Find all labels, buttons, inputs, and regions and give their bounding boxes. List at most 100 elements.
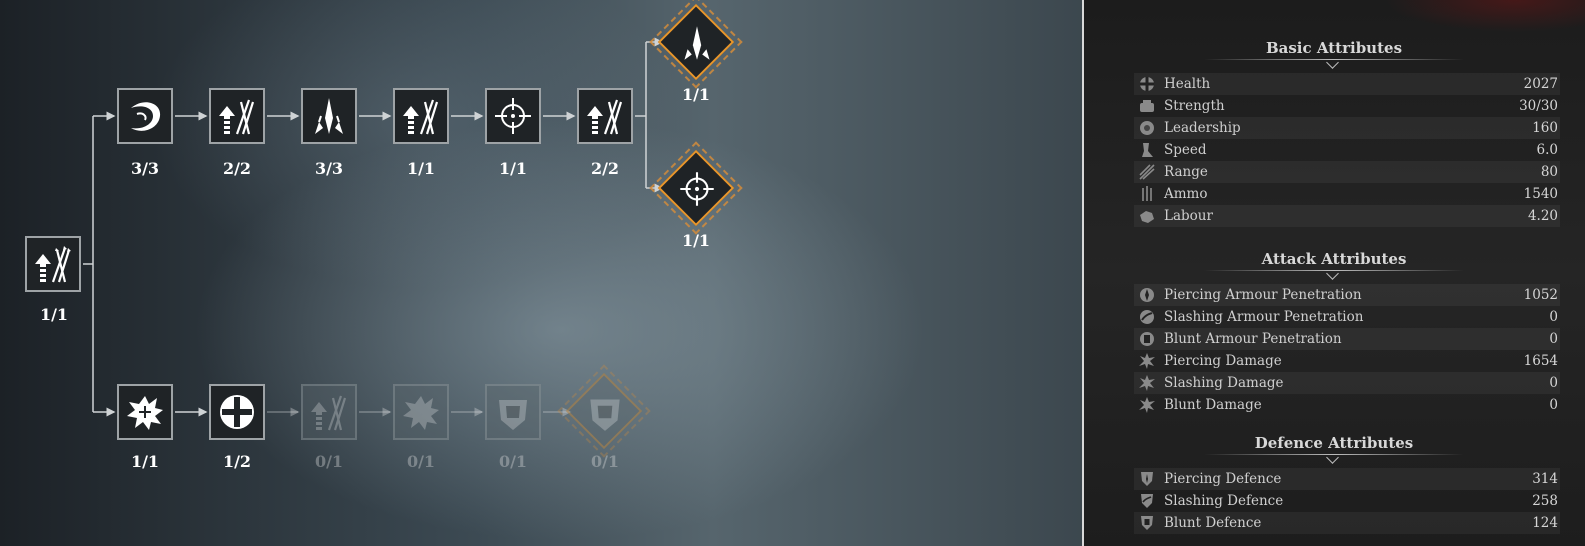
crescent-slash-icon xyxy=(131,102,161,131)
skill-node-top-1[interactable] xyxy=(117,88,173,144)
arrows-upgrade-icon xyxy=(311,395,347,431)
attribute-label: Speed xyxy=(1164,142,1207,158)
section-divider xyxy=(1204,59,1464,60)
attribute-label: Slashing Armour Penetration xyxy=(1164,309,1364,325)
attribute-row-slashing-penetration: Slashing Armour Penetration 0 xyxy=(1134,306,1560,328)
skill-diamond-bottom[interactable] xyxy=(557,364,651,458)
attribute-label: Blunt Damage xyxy=(1164,397,1262,413)
skill-node-bottom-4[interactable] xyxy=(393,384,449,440)
speed-icon xyxy=(1136,141,1158,159)
arrow-tip-icon xyxy=(684,26,710,60)
attributes-panel: Basic Attributes Health 2027 Strength 30… xyxy=(1084,0,1585,546)
skill-count-bottom-5: 0/1 xyxy=(498,452,528,471)
basic-attributes-title: Basic Attributes xyxy=(1265,39,1403,57)
attribute-row-blunt-damage: Blunt Damage 0 xyxy=(1134,394,1560,416)
skill-count-bottom-1: 1/1 xyxy=(130,452,160,471)
skill-node-top-4[interactable] xyxy=(393,88,449,144)
section-divider xyxy=(1204,454,1464,455)
skill-count-bottom-4: 0/1 xyxy=(406,452,436,471)
ammo-icon xyxy=(1136,185,1158,203)
arrow-tip-icon xyxy=(315,98,343,134)
attribute-label: Piercing Armour Penetration xyxy=(1164,287,1362,303)
skill-node-bottom-3[interactable] xyxy=(301,384,357,440)
slashing-penetration-icon xyxy=(1136,308,1158,326)
attribute-value: 80 xyxy=(1540,164,1558,180)
blunt-defence-icon xyxy=(1136,514,1158,532)
skill-node-start[interactable] xyxy=(25,236,81,292)
attribute-value: 0 xyxy=(1549,375,1558,391)
skill-count-diamond-1: 1/1 xyxy=(681,85,711,104)
attribute-value: 2027 xyxy=(1523,76,1558,92)
skill-node-top-3[interactable] xyxy=(301,88,357,144)
tree-connectors xyxy=(83,37,664,417)
helmet-shield-icon xyxy=(590,399,620,431)
attribute-row-piercing-damage: Piercing Damage 1654 xyxy=(1134,350,1560,372)
defence-attributes-list: Piercing Defence 314 Slashing Defence 25… xyxy=(1134,468,1560,534)
blunt-penetration-icon xyxy=(1136,330,1158,348)
slashing-defence-icon xyxy=(1136,492,1158,510)
attribute-value: 1052 xyxy=(1523,287,1558,303)
skill-node-bottom-2[interactable] xyxy=(209,384,265,440)
skill-diamond-top-1[interactable] xyxy=(649,0,743,89)
blunt-damage-icon xyxy=(1136,396,1158,414)
impact-burst-icon xyxy=(403,396,439,430)
attribute-value: 6.0 xyxy=(1536,142,1558,158)
skill-count-top-3: 3/3 xyxy=(314,159,344,178)
skill-count-diamond-2: 1/1 xyxy=(681,231,711,250)
attribute-row-health: Health 2027 xyxy=(1134,73,1560,95)
piercing-defence-icon xyxy=(1136,470,1158,488)
attribute-row-piercing-defence: Piercing Defence 314 xyxy=(1134,468,1560,490)
skill-count-top-2: 2/2 xyxy=(222,159,252,178)
slashing-damage-icon xyxy=(1136,374,1158,392)
attribute-row-range: Range 80 xyxy=(1134,161,1560,183)
skill-tree: 1/1 3/3 2/2 3/3 1/1 xyxy=(25,0,743,471)
arrows-upgrade-icon xyxy=(219,99,255,135)
defence-attributes-title: Defence Attributes xyxy=(1254,434,1414,452)
attribute-row-piercing-penetration: Piercing Armour Penetration 1052 xyxy=(1134,284,1560,306)
skill-node-top-2[interactable] xyxy=(209,88,265,144)
attribute-row-strength: Strength 30/30 xyxy=(1134,95,1560,117)
skill-node-bottom-5[interactable] xyxy=(485,384,541,440)
attribute-label: Labour xyxy=(1164,208,1213,224)
arrows-upgrade-icon xyxy=(403,99,439,135)
attribute-value: 1540 xyxy=(1523,186,1558,202)
skill-node-top-6[interactable] xyxy=(577,88,633,144)
attribute-value: 160 xyxy=(1532,120,1558,136)
attack-attributes-title: Attack Attributes xyxy=(1261,250,1407,268)
skill-diamond-top-2[interactable] xyxy=(649,141,743,235)
attribute-label: Strength xyxy=(1164,98,1225,114)
crosshair-icon xyxy=(495,98,531,134)
leadership-icon xyxy=(1136,119,1158,137)
attribute-label: Blunt Armour Penetration xyxy=(1164,331,1342,347)
impact-burst-icon xyxy=(127,396,163,430)
attribute-row-ammo: Ammo 1540 xyxy=(1134,183,1560,205)
arrows-upgrade-icon xyxy=(35,246,71,283)
skill-node-top-5[interactable] xyxy=(485,88,541,144)
attribute-value: 30/30 xyxy=(1519,98,1558,114)
attribute-row-speed: Speed 6.0 xyxy=(1134,139,1560,161)
crosshair-icon xyxy=(680,172,714,206)
attribute-value: 0 xyxy=(1549,331,1558,347)
attribute-value: 124 xyxy=(1532,515,1558,531)
basic-attributes-list: Health 2027 Strength 30/30 Leadership 16… xyxy=(1134,73,1560,227)
attribute-label: Ammo xyxy=(1164,186,1208,202)
attribute-label: Slashing Defence xyxy=(1164,493,1284,509)
attribute-value: 4.20 xyxy=(1527,208,1558,224)
skill-count-bottom-diamond: 0/1 xyxy=(590,452,620,471)
skill-count-top-4: 1/1 xyxy=(406,159,436,178)
attribute-value: 0 xyxy=(1549,397,1558,413)
helmet-shield-icon xyxy=(499,400,527,430)
attribute-value: 258 xyxy=(1532,493,1558,509)
panel-divider xyxy=(1082,0,1084,546)
health-icon xyxy=(1136,75,1158,93)
attribute-label: Slashing Damage xyxy=(1164,375,1284,391)
attribute-row-blunt-penetration: Blunt Armour Penetration 0 xyxy=(1134,328,1560,350)
attribute-row-slashing-damage: Slashing Damage 0 xyxy=(1134,372,1560,394)
skill-node-bottom-1[interactable] xyxy=(117,384,173,440)
skill-count-top-5: 1/1 xyxy=(498,159,528,178)
attribute-label: Health xyxy=(1164,76,1211,92)
attribute-value: 0 xyxy=(1549,309,1558,325)
attribute-label: Leadership xyxy=(1164,120,1241,136)
health-cross-icon xyxy=(220,395,254,429)
arrows-upgrade-icon xyxy=(587,99,623,135)
